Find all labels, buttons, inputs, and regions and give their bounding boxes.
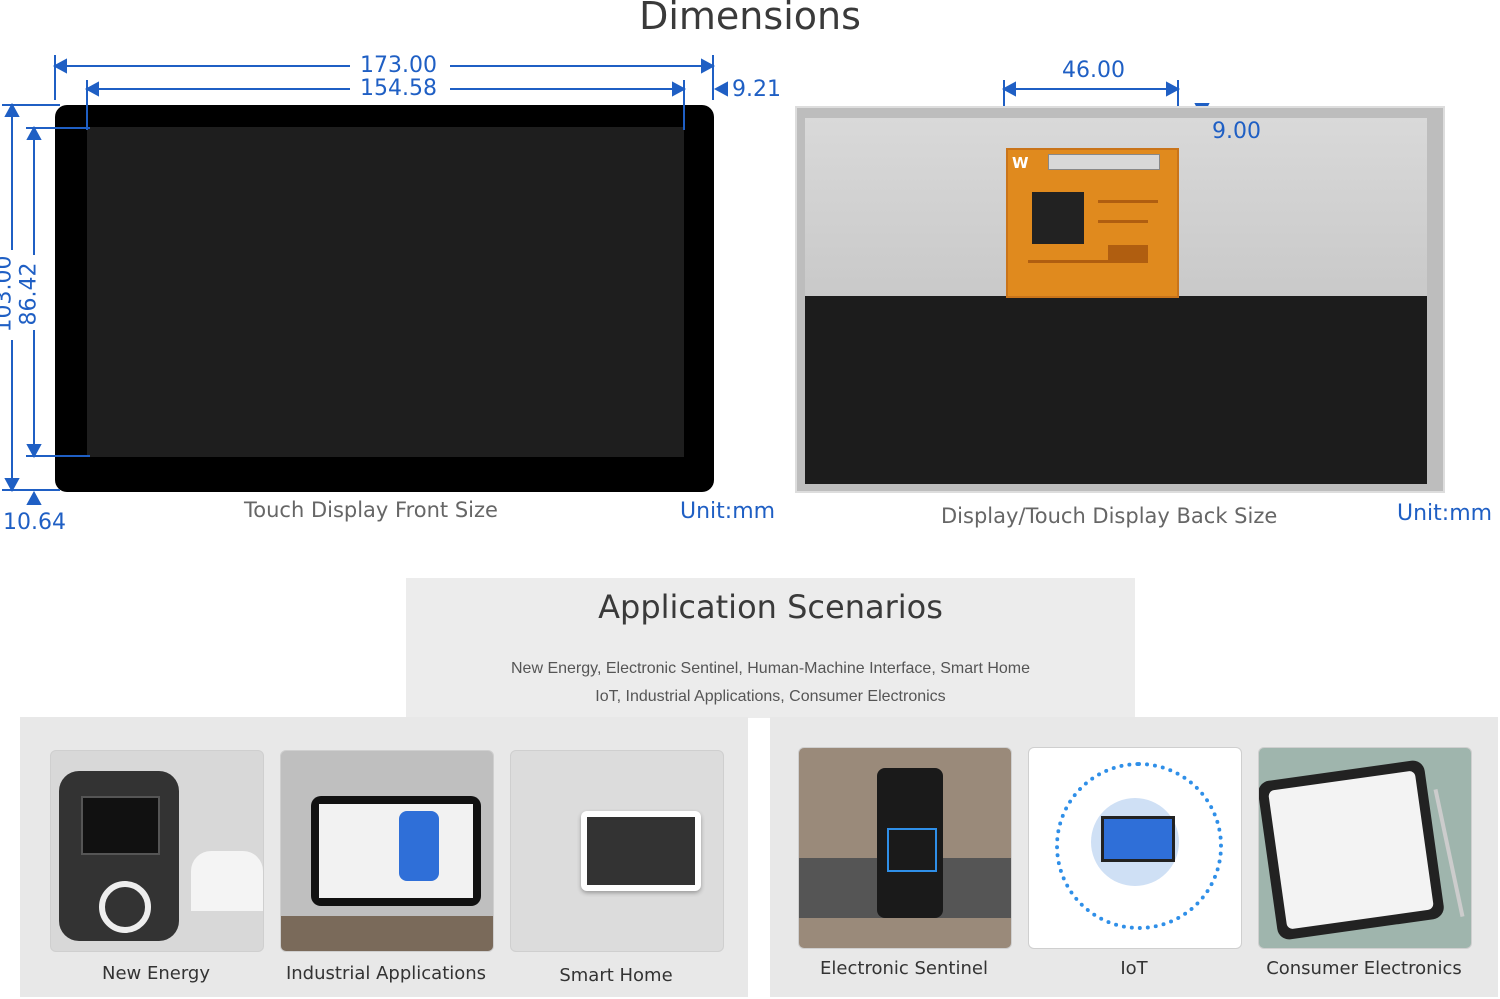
industrial-applications-image xyxy=(280,750,494,952)
wall-panel-screen xyxy=(587,817,695,885)
front-outer-height-label: 103.00 xyxy=(0,255,17,333)
control-desk xyxy=(281,916,493,951)
back-display: W xyxy=(795,106,1445,493)
iot-image xyxy=(1028,747,1242,949)
front-bottom-offset-label: 10.64 xyxy=(3,510,66,535)
pcb-component xyxy=(1108,245,1148,263)
fpc-connector xyxy=(1048,154,1160,170)
application-list-line2: IoT, Industrial Applications, Consumer E… xyxy=(595,688,946,705)
smart-home-image xyxy=(510,750,724,952)
laptop-icon xyxy=(1101,816,1175,862)
front-outer-width-label: 173.00 xyxy=(360,53,437,78)
application-scenarios-title: Application Scenarios xyxy=(598,588,943,626)
car-shape xyxy=(191,851,263,911)
applications-panel-left: New Energy Industrial Applications Smart… xyxy=(20,717,748,997)
iot-ring xyxy=(1055,762,1223,930)
front-inner-width-label: 154.58 xyxy=(360,76,437,101)
charging-plug-icon xyxy=(99,881,151,933)
applications-panel-right: Electronic Sentinel IoT Consumer Electro… xyxy=(770,717,1498,997)
new-energy-image xyxy=(50,750,264,952)
application-list-line1: New Energy, Electronic Sentinel, Human-M… xyxy=(510,660,1031,677)
pcb-trace xyxy=(1098,200,1158,203)
tablet-screen xyxy=(1267,770,1435,930)
waveshare-logo-icon: W xyxy=(1012,154,1029,172)
front-caption: Touch Display Front Size xyxy=(244,498,498,522)
front-inner-height-label: 86.42 xyxy=(16,262,42,326)
application-scenarios-box: Application Scenarios New Energy, Electr… xyxy=(406,578,1135,718)
electronic-sentinel-image xyxy=(798,747,1012,949)
fpc-board: W xyxy=(1006,148,1179,298)
front-active-area xyxy=(87,127,684,457)
industrial-monitor-screen xyxy=(319,804,473,898)
caption-new-energy: New Energy xyxy=(102,963,210,984)
caption-consumer-electronics: Consumer Electronics xyxy=(1266,958,1462,979)
fpc-width-label: 46.00 xyxy=(1062,58,1125,83)
pcb-trace xyxy=(1098,220,1148,223)
dimensions-title: Dimensions xyxy=(639,0,861,38)
back-black-area xyxy=(805,296,1427,484)
front-unit-label: Unit:mm xyxy=(680,499,776,524)
back-caption: Display/Touch Display Back Size xyxy=(941,504,1278,528)
charger-screen xyxy=(81,796,160,855)
caption-iot: IoT xyxy=(1120,958,1148,979)
front-right-offset-label: 9.21 xyxy=(732,77,781,102)
face-scan-icon xyxy=(887,828,937,872)
front-display xyxy=(55,105,714,492)
caption-smart-home: Smart Home xyxy=(559,965,673,986)
robot-arm-icon xyxy=(399,811,439,881)
back-unit-label: Unit:mm xyxy=(1397,501,1493,526)
fpc-offset-label: 9.00 xyxy=(1212,119,1261,144)
consumer-electronics-image xyxy=(1258,747,1472,949)
caption-industrial-applications: Industrial Applications xyxy=(285,963,487,984)
pcb-trace xyxy=(1028,260,1108,263)
controller-chip xyxy=(1032,192,1084,244)
caption-electronic-sentinel: Electronic Sentinel xyxy=(820,958,988,979)
